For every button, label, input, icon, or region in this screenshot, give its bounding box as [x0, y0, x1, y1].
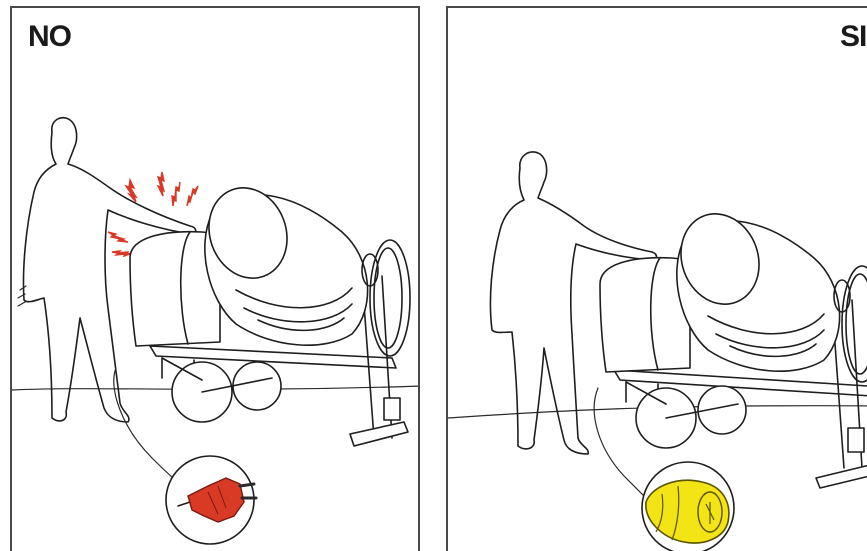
- panel-no: NO: [10, 6, 420, 551]
- plug-inset: [166, 456, 256, 544]
- motor-box: [848, 428, 864, 452]
- concrete-mixer: [130, 177, 410, 446]
- plug-inset: [642, 462, 734, 551]
- panel-si: SI: [446, 6, 867, 551]
- scene-si: [448, 8, 867, 551]
- wheel: [233, 362, 281, 410]
- scene-no: [12, 8, 420, 551]
- motor-box: [384, 398, 400, 420]
- concrete-mixer: [600, 203, 867, 488]
